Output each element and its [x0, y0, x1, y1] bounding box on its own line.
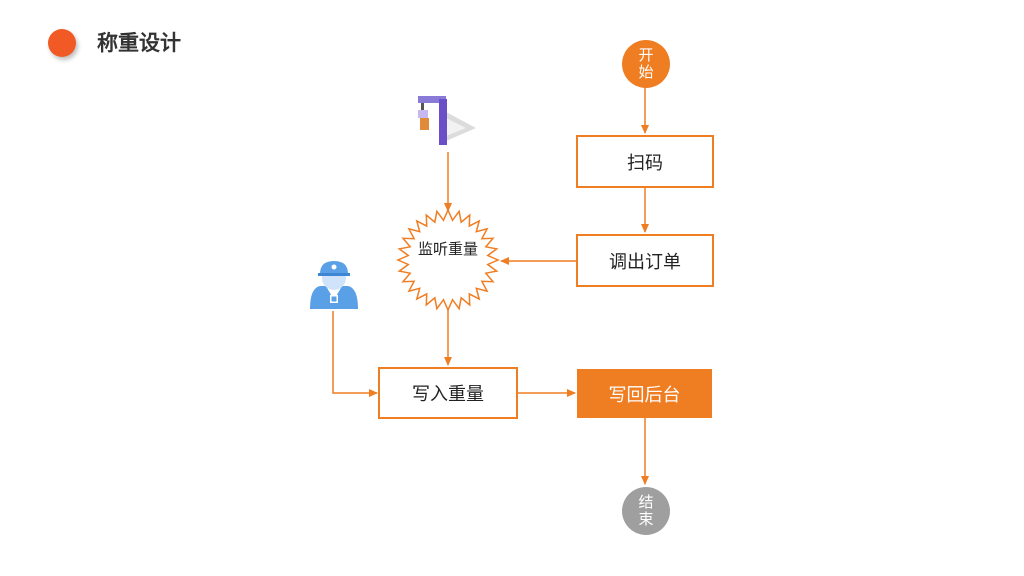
worker-icon	[310, 261, 358, 309]
listen-weight-burst-shape	[396, 208, 500, 312]
title-bullet-icon	[48, 29, 76, 57]
start-node: 开始	[622, 40, 670, 88]
write-weight-step: 写入重量	[378, 367, 518, 419]
page-title: 称重设计	[97, 31, 181, 55]
fetch-order-step: 调出订单	[576, 234, 714, 287]
fetch-order-step-label: 调出订单	[609, 251, 681, 273]
start-label: 开始	[638, 46, 654, 81]
write-back-step: 写回后台	[577, 369, 712, 418]
scan-step-label: 扫码	[627, 152, 663, 174]
end-label: 结束	[638, 493, 654, 528]
connector-operator-to-write	[332, 311, 378, 397]
listen-weight-label: 监听重量	[418, 240, 479, 258]
scan-step: 扫码	[576, 135, 714, 188]
crane-scale-icon	[418, 96, 476, 145]
end-node: 结束	[622, 487, 670, 535]
write-back-step-label: 写回后台	[608, 384, 681, 406]
write-weight-step-label: 写入重量	[412, 384, 484, 405]
